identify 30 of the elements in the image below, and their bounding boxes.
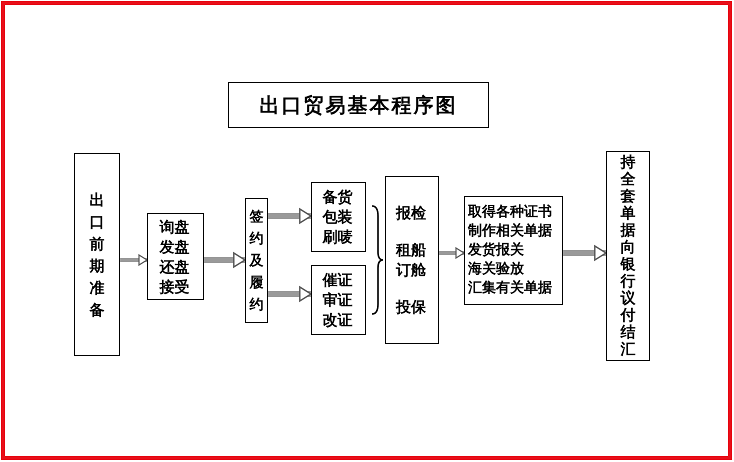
step-text: 发货报关 <box>468 241 524 260</box>
arrow <box>268 208 312 224</box>
arrow <box>563 245 607 261</box>
step-text: 海关验放 <box>468 260 524 279</box>
step-text: 询盘发盘还盘接受 <box>160 216 190 296</box>
process-box <box>464 196 563 305</box>
step-text: 催证审证改证 <box>322 270 354 330</box>
process-box <box>311 182 366 252</box>
step-text: 备货包装刷唛 <box>322 187 354 247</box>
step-text: 汇集有关单据 <box>468 279 552 298</box>
step-text: 投保 <box>396 296 427 317</box>
process-box <box>74 153 120 356</box>
process-box <box>311 265 366 335</box>
arrow <box>268 286 312 302</box>
process-box <box>245 198 268 323</box>
title-box <box>228 82 489 128</box>
step-text: 持全套单据向银行议付结汇 <box>620 154 636 358</box>
arrow <box>204 252 246 268</box>
process-box <box>147 213 204 300</box>
arrow <box>439 247 465 259</box>
step-text: 租船订舱 <box>396 240 427 280</box>
title: 出口贸易基本程序图 <box>260 95 458 115</box>
step-text: 制作相关单据 <box>468 222 552 241</box>
process-box <box>385 176 439 344</box>
step-text: 出口前期准备 <box>89 190 105 320</box>
step-text: 取得各种证书 <box>468 203 552 222</box>
process-box <box>606 151 650 361</box>
step-text: 签约及履约 <box>249 208 264 314</box>
step-text: 报检 <box>396 203 427 224</box>
arrow <box>120 254 148 266</box>
